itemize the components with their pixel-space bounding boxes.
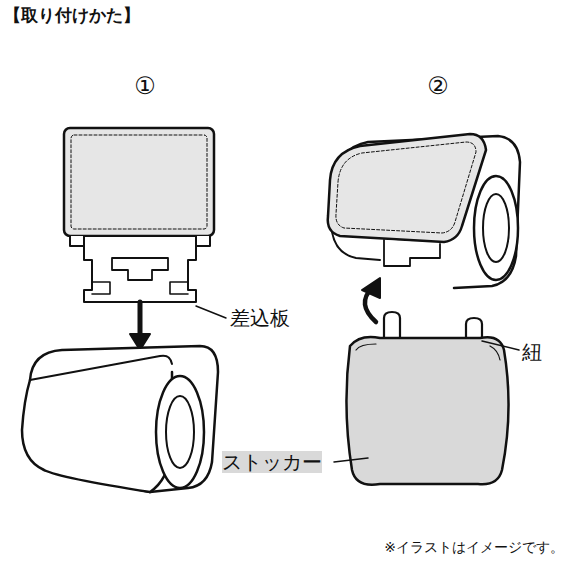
part-label: 差込板	[230, 307, 290, 329]
leader-line	[196, 306, 226, 318]
string-loop	[466, 318, 482, 338]
stocker	[346, 337, 508, 485]
leader-line	[334, 458, 368, 462]
title: 【取り付けかた】	[4, 6, 140, 25]
caption-note: ※イラストはイメージです。	[384, 540, 564, 555]
step-number: ①	[134, 73, 156, 99]
cover-panel	[64, 128, 214, 236]
part-label: 紐	[522, 341, 542, 363]
insert-plate	[84, 236, 196, 302]
stitch	[71, 135, 207, 229]
string-loop	[384, 312, 400, 338]
part-label: ストッカー	[222, 451, 322, 473]
cover-panel	[328, 134, 486, 242]
insert-arrow	[138, 302, 143, 338]
leader-line	[482, 341, 519, 350]
step-number: ②	[427, 73, 449, 99]
